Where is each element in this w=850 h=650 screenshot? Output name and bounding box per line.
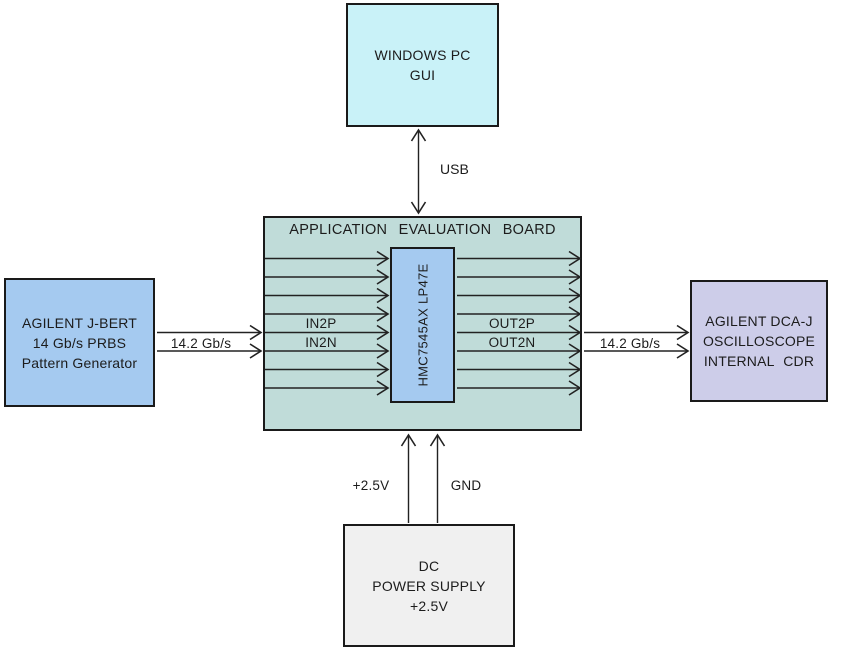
oscilloscope-label-line2: OSCILLOSCOPE	[702, 333, 816, 349]
oscilloscope-label-line3: INTERNAL CDR	[703, 353, 815, 369]
input-rate-label: 14.2 Gb/s	[170, 336, 232, 351]
windows-pc-label: WINDOWS PC GUI	[374, 45, 470, 85]
out2n-label: OUT2N	[488, 335, 536, 350]
dc-power-supply-box: DC POWER SUPPLY +2.5V	[343, 524, 515, 647]
dc-power-supply-label-line2: POWER SUPPLY	[372, 577, 486, 594]
pattern-generator-label: AGILENT J-BERT 14 Gb/s PRBS Pattern Gene…	[22, 313, 137, 373]
windows-pc-box: WINDOWS PC GUI	[346, 3, 499, 127]
oscilloscope-label: AGILENT DCA-J OSCILLOSCOPE INTERNAL CDR	[703, 311, 815, 371]
board-title: APPLICATION EVALUATION BOARD	[289, 222, 556, 238]
out2p-label: OUT2P	[488, 316, 535, 331]
windows-pc-label-line2: GUI	[409, 67, 436, 83]
pattern-generator-box: AGILENT J-BERT 14 Gb/s PRBS Pattern Gene…	[4, 278, 155, 407]
ground-label: GND	[450, 478, 482, 493]
pattern-generator-label-line1: AGILENT J-BERT	[21, 314, 138, 331]
chip-part-number: HMC7545AX LP47E	[415, 263, 430, 387]
output-rate-label: 14.2 Gb/s	[599, 336, 661, 351]
dc-power-supply-label-line1: DC	[418, 557, 440, 574]
pattern-generator-label-line2: 14 Gb/s PRBS	[32, 334, 127, 351]
dc-power-supply-label-line3: +2.5V	[410, 597, 448, 614]
oscilloscope-box: AGILENT DCA-J OSCILLOSCOPE INTERNAL CDR	[690, 280, 828, 402]
pattern-generator-label-line3: Pattern Generator	[21, 354, 138, 371]
in2p-label: IN2P	[305, 316, 337, 331]
windows-pc-label-line1: WINDOWS PC	[374, 47, 471, 63]
usb-label: USB	[440, 161, 469, 177]
oscilloscope-label-line1: AGILENT DCA-J	[705, 313, 813, 329]
supply-voltage-label: +2.5V	[352, 478, 390, 493]
in2n-label: IN2N	[305, 335, 337, 350]
dc-power-supply-label: DC POWER SUPPLY +2.5V	[372, 556, 485, 616]
hmc7545-chip-box: HMC7545AX LP47E	[390, 247, 455, 403]
